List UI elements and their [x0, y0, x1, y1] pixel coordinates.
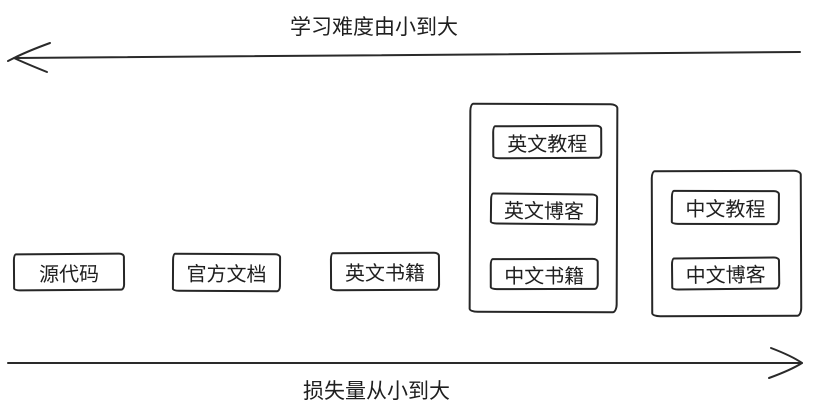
box-label: 中文书籍 — [504, 265, 585, 288]
box-label: 英文博客 — [503, 200, 585, 223]
bottom-axis-label: 损失量从小到大 — [303, 380, 450, 403]
box-label: 中文博客 — [685, 264, 766, 288]
right-arrow-icon — [7, 347, 803, 379]
box-chinese-blogs: 中文博客 — [670, 256, 781, 291]
box-english-blogs: 英文博客 — [489, 192, 599, 226]
group-box-1: 英文教程 英文博客 中文书籍 — [468, 102, 619, 314]
box-source-code: 源代码 — [12, 252, 126, 292]
box-label: 中文教程 — [685, 198, 766, 222]
box-english-tutorials: 英文教程 — [492, 124, 603, 160]
box-official-docs: 官方文档 — [171, 252, 282, 293]
box-label: 官方文档 — [186, 263, 267, 287]
top-axis-label: 学习难度由小到大 — [290, 16, 458, 39]
box-label: 源代码 — [38, 263, 100, 286]
left-arrow-icon — [7, 42, 801, 73]
group-box-2: 中文教程 中文博客 — [650, 169, 803, 318]
box-label: 英文教程 — [507, 133, 588, 156]
box-chinese-tutorials: 中文教程 — [670, 189, 780, 226]
box-english-books: 英文书籍 — [329, 251, 441, 292]
box-label: 英文书籍 — [344, 262, 426, 286]
box-chinese-books: 中文书籍 — [489, 257, 599, 291]
